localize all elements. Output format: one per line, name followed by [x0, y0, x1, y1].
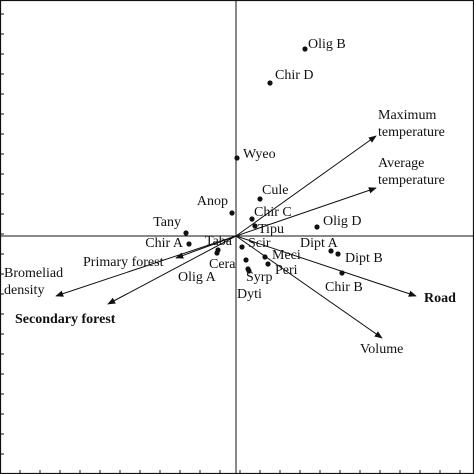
vector-label-bromeliad-density: Bromeliad density	[4, 266, 63, 298]
point-dyti	[246, 268, 252, 274]
vector-arrow-primary-forest	[175, 235, 237, 259]
point-label-olig-d: Olig D	[323, 214, 362, 229]
point-olig-a	[214, 250, 220, 256]
point-label-chir-b: Chir B	[325, 280, 363, 295]
point-label-taba: Taba	[205, 234, 233, 249]
point-tany	[183, 230, 189, 236]
point-olig-b	[302, 46, 308, 52]
vector-label-line: Primary forest	[83, 255, 164, 270]
point-label-scir: Scir	[248, 236, 271, 251]
point-olig-d	[314, 224, 320, 230]
point-label-peri: Peri	[275, 263, 298, 278]
vector-label-primary-forest: Primary forest	[83, 255, 164, 270]
vector-label-volume: Volume	[360, 342, 403, 357]
vector-arrow-average-temperature	[235, 187, 377, 237]
vector-label-maximum-temperature: Maximum temperature	[378, 108, 445, 140]
vector-label-line: Volume	[360, 342, 403, 357]
point-label-dipt-a: Dipt A	[300, 236, 339, 251]
point-label-dipt-b: Dipt B	[345, 251, 383, 266]
vector-label-line: density	[4, 283, 44, 298]
vector-label-line: Road	[424, 291, 456, 306]
vector-label-line: Secondary forest	[15, 312, 116, 327]
point-meci	[262, 254, 268, 260]
point-wyeo	[234, 155, 240, 161]
point-chir-b	[339, 270, 345, 276]
tick-marks	[0, 13, 461, 474]
point-label-chir-c: Chir C	[254, 205, 292, 220]
point-chir-a	[186, 241, 192, 247]
vector-arrow-volume	[235, 235, 383, 339]
point-label-olig-a: Olig A	[178, 270, 217, 285]
point-scir	[239, 244, 245, 250]
point-label-meci: Meci	[272, 248, 301, 263]
vector-label-line: temperature	[378, 173, 445, 188]
vector-label-secondary-forest: Secondary forest	[15, 312, 116, 327]
point-chir-d	[267, 80, 273, 86]
vector-arrow-bromeliad-density	[55, 235, 237, 297]
point-label-anop: Anop	[197, 194, 228, 209]
vector-label-line: Average	[378, 156, 424, 171]
vector-label-line: temperature	[378, 125, 445, 140]
point-label-cera: Cera	[209, 257, 236, 272]
point-label-olig-b: Olig B	[308, 37, 346, 52]
point-anop	[229, 210, 235, 216]
vector-label-line: Bromeliad	[4, 266, 63, 281]
point-cule	[257, 196, 263, 202]
environmental-vectors	[55, 135, 417, 339]
vector-arrow-road	[235, 235, 417, 297]
point-label-wyeo: Wyeo	[243, 147, 276, 162]
point-dipt-a	[328, 248, 334, 254]
point-label-syrp: Syrp	[246, 270, 272, 285]
point-label-chir-d: Chir D	[275, 68, 314, 83]
point-label-tipu: Tipu	[258, 222, 284, 237]
point-tipu	[252, 223, 258, 229]
point-label-tany: Tany	[153, 215, 181, 230]
point-label-cule: Cule	[262, 183, 288, 198]
point-cera	[243, 257, 249, 263]
point-label-chir-a: Chir A	[145, 236, 184, 251]
vector-arrow-maximum-temperature	[235, 135, 377, 237]
vector-label-average-temperature: Average temperature	[378, 156, 445, 188]
vector-arrow-secondary-forest	[107, 235, 237, 305]
vector-label-road: Road	[424, 291, 456, 306]
taxa-points	[183, 46, 345, 276]
point-dipt-b	[335, 251, 341, 257]
point-chir-c	[249, 216, 255, 222]
point-peri	[265, 261, 271, 267]
vector-label-line: Maximum	[378, 108, 436, 123]
point-label-dyti: Dyti	[237, 287, 262, 302]
